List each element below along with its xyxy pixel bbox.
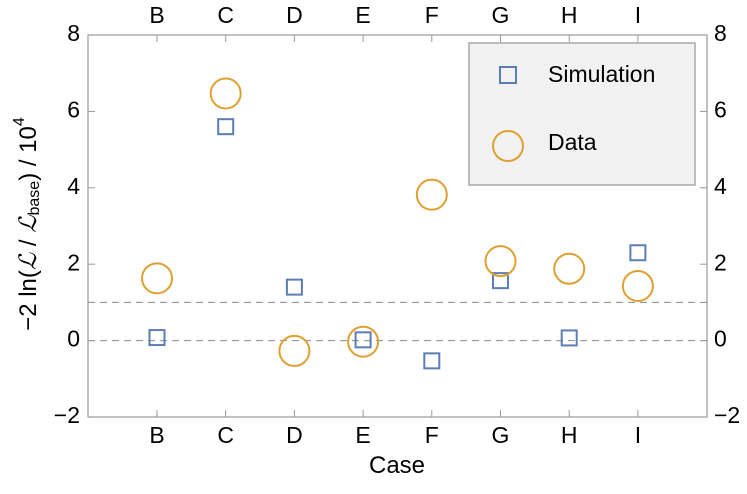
data-point — [621, 269, 654, 302]
simulation-point — [217, 118, 235, 136]
legend: Simulation Data — [468, 42, 696, 186]
x-tick-label-bottom: H — [561, 422, 578, 448]
y-axis-title-script-l: ℒ — [15, 252, 42, 270]
data-point — [553, 252, 586, 285]
data-point — [141, 262, 173, 295]
y-tick-label-right: 4 — [714, 173, 727, 199]
y-axis-title-exponent: 4 — [11, 117, 28, 126]
y-axis-title-script-l-base: ℒ — [15, 215, 42, 233]
y-tick-label-right: 6 — [714, 96, 727, 122]
x-tick-label-top: I — [635, 2, 641, 28]
simulation-point — [285, 278, 303, 296]
y-tick-label-left: −2 — [54, 402, 80, 428]
y-axis-title-suffix: ) / 10 — [15, 126, 42, 181]
y-tick-label-left: 4 — [67, 173, 80, 199]
reference-lines — [88, 301, 707, 342]
x-tick-label-top: C — [217, 2, 234, 28]
bottom-category-labels: B C D E F G H I — [149, 422, 641, 448]
simulation-point — [629, 244, 647, 262]
simulation-point — [560, 329, 578, 347]
data-point — [209, 77, 242, 110]
x-tick-label-top: D — [286, 2, 303, 28]
x-tick-label-bottom: F — [425, 422, 439, 448]
x-tick-label-bottom: I — [635, 422, 641, 448]
data-point — [278, 334, 311, 367]
y-tick-label-right: 2 — [714, 249, 727, 275]
legend-simulation-label: Simulation — [548, 61, 655, 87]
x-tick-label-top: E — [355, 2, 370, 28]
x-tick-label-top: F — [425, 2, 439, 28]
x-tick-label-bottom: E — [355, 422, 370, 448]
y-tick-label-left: 8 — [67, 20, 80, 46]
axis-ticks — [88, 34, 707, 418]
x-tick-label-bottom: D — [286, 422, 303, 448]
plot-frame — [87, 34, 708, 418]
x-axis-title: Case — [369, 452, 425, 479]
legend-simulation-marker — [499, 66, 517, 84]
y-axis-title-prefix: −2 ln( — [15, 270, 42, 331]
x-tick-label-bottom: G — [492, 422, 510, 448]
y-tick-label-right: −2 — [714, 402, 740, 428]
y-axis-title-subscript: base — [26, 181, 43, 216]
right-y-tick-labels: −2 0 2 4 6 8 — [714, 20, 740, 428]
x-tick-label-top: G — [492, 2, 510, 28]
y-axis-title: −2 ln(ℒ / ℒbase) / 104 — [11, 117, 43, 331]
simulation-point — [148, 329, 166, 347]
x-tick-label-top: B — [149, 2, 164, 28]
y-tick-label-left: 6 — [67, 96, 80, 122]
x-tick-label-bottom: B — [149, 422, 164, 448]
data-point — [415, 178, 448, 211]
legend-data-label: Data — [548, 129, 597, 155]
simulation-point — [423, 352, 441, 370]
simulation-point — [354, 331, 372, 349]
y-tick-label-left: 0 — [67, 326, 80, 352]
y-axis-title-mid: / — [15, 233, 42, 253]
data-markers — [141, 77, 654, 370]
data-point — [484, 245, 517, 278]
top-category-labels: B C D E F G H I — [149, 2, 641, 28]
legend-data-marker — [492, 130, 524, 162]
data-point — [347, 325, 380, 358]
simulation-point — [492, 272, 509, 290]
y-tick-label-right: 8 — [714, 20, 727, 46]
y-tick-label-left: 2 — [67, 249, 80, 275]
left-y-tick-labels: −2 0 2 4 6 8 — [54, 20, 80, 428]
y-tick-label-right: 0 — [714, 326, 727, 352]
x-tick-label-top: H — [561, 2, 578, 28]
x-tick-label-bottom: C — [217, 422, 234, 448]
